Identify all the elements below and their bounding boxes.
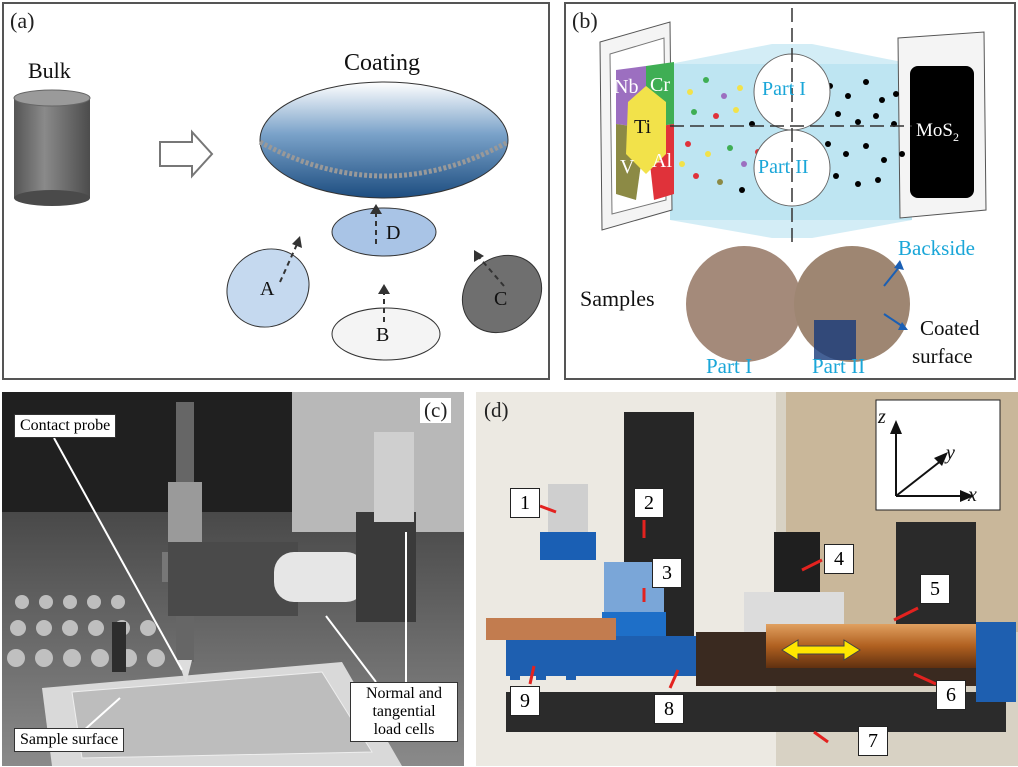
- mos2-label: MoS2: [916, 120, 959, 145]
- piece-label-b: B: [376, 324, 390, 346]
- callout-6: 6: [936, 680, 966, 710]
- panel-c-photo: [2, 392, 464, 766]
- particles-right: [817, 79, 905, 187]
- bulk-label: Bulk: [28, 58, 71, 83]
- piece-label-a: A: [260, 278, 275, 300]
- element-cr: Cr: [650, 74, 670, 96]
- callout-2: 2: [634, 488, 664, 518]
- coated-label-2: surface: [912, 344, 973, 368]
- callout-3: 3: [652, 558, 682, 588]
- callout-4: 4: [824, 544, 854, 574]
- callout-7: 7: [858, 726, 888, 756]
- axis-x-label: x: [968, 484, 977, 506]
- sample-surface-label: Sample surface: [14, 728, 125, 752]
- load-cells-line-2: tangential: [372, 703, 436, 720]
- contact-probe-label: Contact probe: [14, 414, 117, 438]
- mos2-text: MoS: [916, 120, 953, 141]
- wafer-part-2-label: Part II: [758, 156, 809, 178]
- disc-d: [331, 207, 437, 257]
- element-ti: Ti: [634, 116, 652, 138]
- target-sectors: [616, 62, 674, 200]
- panel-d: (d) z y x 1 2 3 4 5 6 7 8 9: [476, 392, 1018, 766]
- load-cells-line-1: Normal and: [366, 685, 442, 702]
- disc-b: [331, 307, 441, 361]
- callout-5: 5: [920, 574, 950, 604]
- element-nb: Nb: [614, 76, 639, 98]
- coating-disc: [258, 81, 510, 199]
- photo-part-2-label: Part II: [812, 354, 866, 378]
- callout-9: 9: [510, 686, 540, 716]
- panel-c-tag: (c): [420, 398, 452, 423]
- wafer-part-1-label: Part I: [762, 78, 806, 100]
- panel-b-graphic: [599, 8, 987, 362]
- panel-b-tag: (b): [572, 8, 598, 33]
- bulk-cylinder: [13, 89, 91, 206]
- piece-label-c: C: [494, 288, 508, 310]
- axis-z-label: z: [878, 406, 886, 428]
- element-v: V: [620, 156, 635, 178]
- disc-c: [461, 254, 543, 334]
- panel-a-tag: (a): [10, 8, 35, 33]
- callout-8: 8: [654, 694, 684, 724]
- coating-label: Coating: [344, 50, 420, 76]
- piece-label-d: D: [386, 222, 401, 244]
- panel-a: (a) Bulk Coating A B C D: [2, 2, 550, 380]
- axis-inset: [875, 399, 1001, 511]
- load-cells-label: Normal and tangential load cells: [350, 682, 458, 742]
- hollow-arrow-icon: [159, 129, 214, 179]
- axis-y-label: y: [946, 442, 955, 464]
- mos2-subscript: 2: [952, 129, 959, 144]
- panel-b: (b) Nb Cr Ti V Al MoS2 Part I Part II Sa…: [564, 2, 1016, 380]
- photo-part-1-label: Part I: [706, 354, 753, 378]
- target-plate-right: [897, 31, 987, 219]
- axis-arrows: [895, 430, 964, 497]
- backside-label: Backside: [898, 236, 975, 260]
- disc-a: [226, 248, 310, 328]
- samples-label: Samples: [580, 286, 655, 311]
- panel-c: (c) Contact probe Sample surface Normal …: [2, 392, 464, 766]
- sample-photo-part-1: [686, 246, 802, 362]
- load-cells-line-3: load cells: [373, 721, 435, 738]
- panel-d-tag: (d): [484, 398, 509, 422]
- callout-1: 1: [510, 488, 540, 518]
- panel-a-graphic: [13, 81, 543, 361]
- coated-label-1: Coated: [920, 316, 980, 340]
- element-al: Al: [652, 150, 672, 172]
